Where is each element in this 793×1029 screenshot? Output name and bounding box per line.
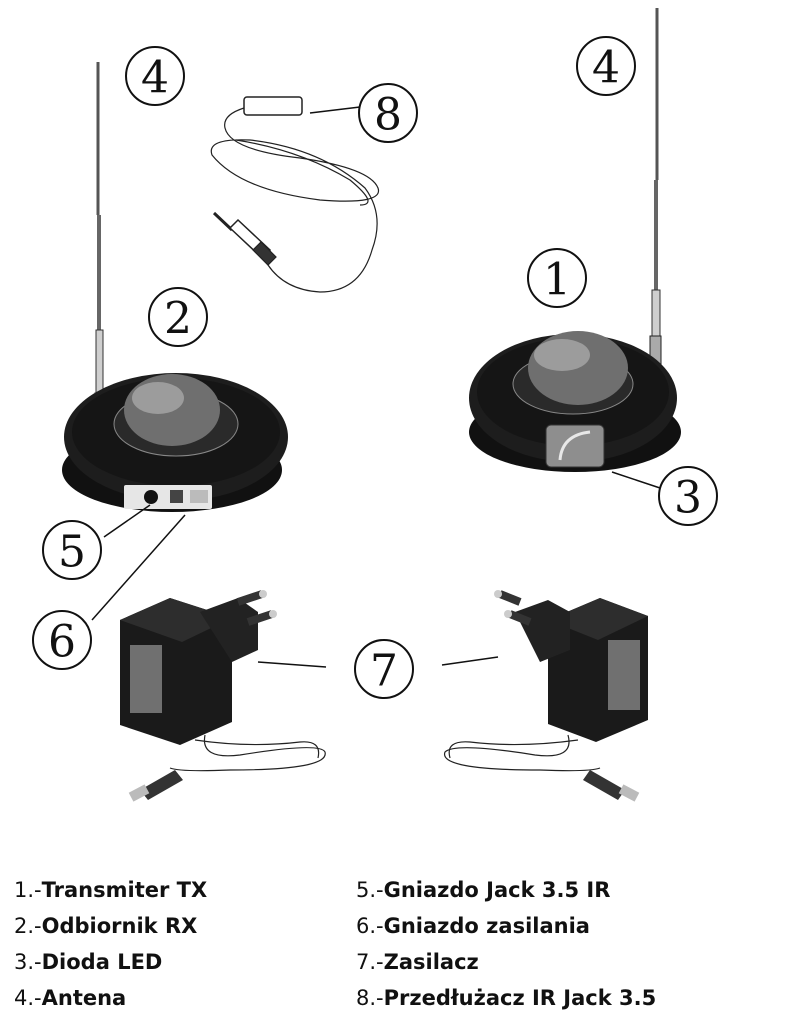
transmitter-antenna: [649, 8, 662, 379]
legend-item-label: Zasilacz: [383, 950, 479, 974]
callout-8-label: 8: [374, 90, 402, 141]
callout-7: [354, 639, 414, 699]
leader-lines: [91, 106, 661, 668]
callout-4-right: [576, 36, 636, 96]
power-adapter-left: [120, 590, 326, 802]
legend-item-number: 6.-: [356, 914, 384, 938]
callout-3: [658, 466, 718, 526]
ir-jack-socket: [144, 490, 158, 504]
jack-3-5-plug: [212, 211, 277, 266]
legend-item-number: 8.-: [356, 986, 384, 1010]
legend-item-label: Transmiter TX: [41, 878, 208, 902]
receiver-antenna: [94, 62, 105, 412]
callout-5-label: 5: [58, 527, 86, 578]
legend-item-number: 4.-: [14, 986, 42, 1010]
legend-item-number: 1.-: [14, 878, 42, 902]
callout-7-label: 7: [370, 646, 398, 697]
legend-item-label: Dioda LED: [41, 950, 163, 974]
power-socket: [170, 490, 183, 503]
legend-item-label: Gniazdo Jack 3.5 IR: [383, 878, 611, 902]
legend-item: 8.-Przedłużacz IR Jack 3.5: [356, 980, 656, 1016]
transmitter-tx: [469, 8, 681, 472]
callout-8: [358, 83, 418, 143]
legend-item-number: 7.-: [356, 950, 384, 974]
legend-left-column: 1.-Transmiter TX 2.-Odbiornik RX 3.-Diod…: [14, 872, 207, 1016]
legend-item-label: Odbiornik RX: [41, 914, 198, 938]
legend-item-label: Antena: [41, 986, 127, 1010]
legend-item: 7.-Zasilacz: [356, 944, 656, 980]
callout-3-label: 3: [674, 473, 702, 524]
legend-right-column: 5.-Gniazdo Jack 3.5 IR 6.-Gniazdo zasila…: [356, 872, 656, 1016]
legend-item-number: 3.-: [14, 950, 42, 974]
receiver-rx: [62, 62, 288, 512]
callout-2-label: 2: [164, 294, 192, 345]
legend-item: 2.-Odbiornik RX: [14, 908, 207, 944]
callout-4-left-label: 4: [141, 53, 169, 104]
legend-item-label: Przedłużacz IR Jack 3.5: [383, 986, 657, 1010]
legend-item-number: 2.-: [14, 914, 42, 938]
callout-2: [148, 287, 208, 347]
callout-4-left: [125, 46, 185, 106]
legend-item: 6.-Gniazdo zasilania: [356, 908, 656, 944]
callout-5: [42, 520, 102, 580]
legend-item-label: Gniazdo zasilania: [383, 914, 590, 938]
power-adapter-right: [444, 590, 648, 802]
legend-item: 3.-Dioda LED: [14, 944, 207, 980]
led-window: [545, 424, 605, 468]
callout-1-label: 1: [543, 255, 571, 306]
legend-item: 4.-Antena: [14, 980, 207, 1016]
legend-item: 5.-Gniazdo Jack 3.5 IR: [356, 872, 656, 908]
ir-emitter-head: [243, 96, 303, 116]
callout-4-right-label: 4: [592, 43, 620, 94]
ir-extension-cable: [210, 96, 380, 293]
callout-6-label: 6: [48, 617, 76, 668]
device-diagram: 4 8 4 1 2 3 5 6 7: [32, 8, 718, 802]
legend-item: 1.-Transmiter TX: [14, 872, 207, 908]
callout-6: [32, 610, 92, 670]
callout-1: [527, 248, 587, 308]
legend-item-number: 5.-: [356, 878, 384, 902]
